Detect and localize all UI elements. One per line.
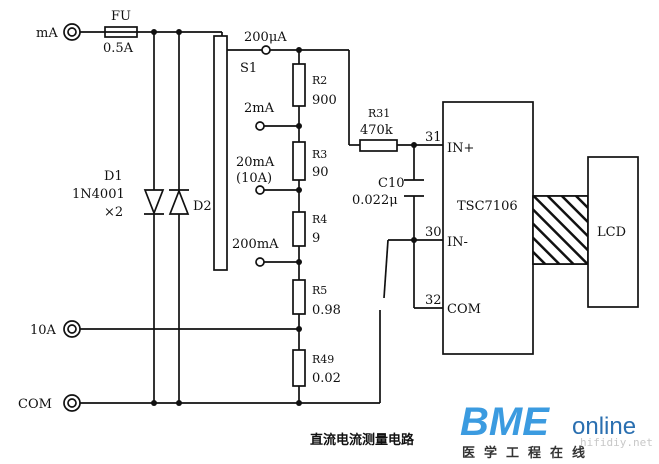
terminal-10a-label: 10A (30, 323, 57, 338)
junction-dots (151, 29, 417, 406)
logo-cn-text: 医学工程在线 (462, 445, 594, 461)
bme-online-logo: BME online 医学工程在线 hifidiy.net (460, 400, 653, 461)
pin-in-plus-label: IN+ (447, 141, 474, 156)
terminal-ma: mA (36, 23, 81, 41)
diode-d1 (143, 189, 165, 216)
resistor-r49: R49 0.02 (292, 349, 341, 387)
chip-name: TSC7106 (457, 199, 518, 214)
fuse: FU 0.5A (103, 9, 138, 56)
logo-sub-text: online (572, 413, 636, 440)
r5-value: 0.98 (312, 303, 341, 318)
r2-value: 900 (312, 93, 337, 108)
lcd-data-bus (532, 195, 589, 265)
range-2ma-label: 2mA (244, 101, 275, 116)
resistor-r3: R3 90 (292, 141, 329, 181)
r3-name: R3 (312, 148, 327, 161)
terminal-com: COM (18, 394, 81, 412)
r4-value: 9 (312, 231, 320, 246)
r31-name: R31 (368, 107, 390, 120)
r31-value: 470k (360, 123, 393, 138)
terminal-10a: 10A (30, 320, 81, 338)
adc-chip: TSC7106 31 IN+ 30 IN- 32 COM (425, 101, 534, 355)
range-20ma-label: 20mA (236, 155, 275, 170)
diode-d1-qty: ×2 (104, 205, 123, 220)
pin-com-label: COM (447, 302, 481, 317)
lcd-display: LCD (587, 156, 639, 308)
lcd-label: LCD (597, 225, 626, 240)
resistor-r31: R31 470k (359, 107, 398, 152)
capacitor-value: 0.022μ (352, 193, 398, 208)
terminal-ma-label: mA (36, 26, 58, 41)
pin-32-number: 32 (425, 293, 442, 308)
diode-d1-label: D1 (104, 169, 123, 184)
terminal-com-label: COM (18, 397, 52, 412)
pin-in-minus-label: IN- (447, 235, 468, 250)
range-200ma-label: 200mA (232, 237, 279, 252)
capacitor-name: C10 (378, 176, 405, 191)
r49-value: 0.02 (312, 371, 341, 386)
diode-d2-label: D2 (193, 199, 212, 214)
fuse-value: 0.5A (103, 41, 134, 56)
range-contact-2ma: 2mA (244, 101, 275, 131)
r5-name: R5 (312, 284, 327, 297)
range-10a-alt-label: (10A) (236, 171, 272, 186)
switch-label: S1 (240, 61, 257, 76)
resistor-r2: R2 900 (292, 63, 337, 108)
range-contact-200ma: 200mA (232, 237, 279, 267)
range-contact-20ma: 20mA (10A) (236, 155, 275, 195)
site-watermark: hifidiy.net (580, 436, 653, 449)
r4-name: R4 (312, 213, 327, 226)
diode-d1-part: 1N4001 (72, 187, 125, 202)
diode-d2 (168, 188, 190, 215)
range-switch-s1: S1 (213, 35, 271, 271)
range-200ua-label: 200μA (244, 30, 287, 45)
diagram-caption: 直流电流测量电路 (310, 432, 415, 448)
fuse-name: FU (111, 9, 131, 24)
resistor-r4: R4 9 (292, 211, 327, 247)
pin-30-number: 30 (425, 225, 442, 240)
logo-main-text: BME (460, 400, 550, 444)
r49-name: R49 (312, 353, 334, 366)
r3-value: 90 (312, 165, 329, 180)
r2-name: R2 (312, 74, 327, 87)
resistor-r5: R5 0.98 (292, 279, 341, 318)
pin-31-number: 31 (425, 130, 442, 145)
